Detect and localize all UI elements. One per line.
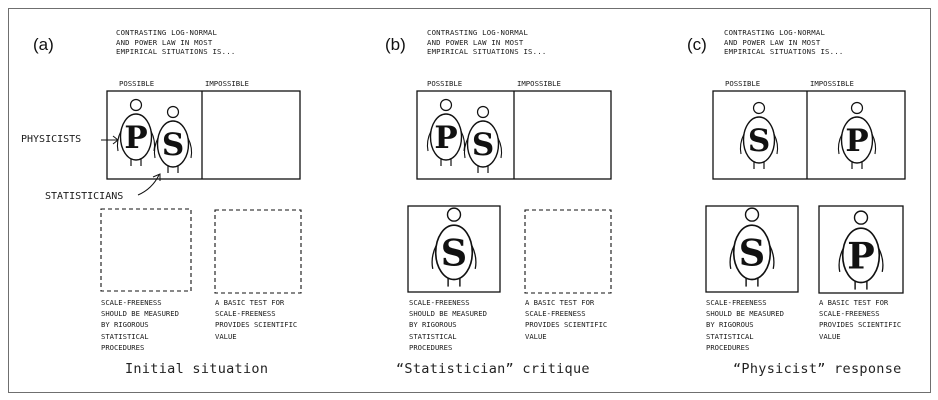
panel-caption: “Statistician” critique [396, 361, 590, 377]
right-note: A basic test for scale-freeness provides… [215, 298, 298, 341]
left-note: Scale-freeness should be measured by rig… [409, 298, 487, 352]
question-text: Contrasting log-normal and power law in … [427, 28, 547, 57]
left-note: Scale-freeness should be measured by rig… [706, 298, 784, 352]
statistician-figure: S [431, 207, 477, 287]
figure-slot-p-bottom-right: P [838, 210, 884, 290]
figure-letter-s: S [472, 127, 494, 163]
panel-letter: (a) [33, 35, 54, 54]
bottom-right-box [214, 209, 302, 294]
panel-drawing: P S [100, 90, 302, 294]
panel-drawing: P S S [407, 90, 612, 294]
figure-slot-p-impossible: P [837, 101, 877, 169]
statistician-figure: S [463, 105, 503, 173]
panel-caption: Initial situation [125, 361, 269, 377]
figure-letter-p: P [124, 120, 147, 156]
impossible-label: impossible [205, 79, 249, 88]
figure-letter-p: P [434, 120, 457, 156]
statistician-figure: S [729, 207, 775, 287]
figure-letter-p: P [845, 123, 868, 159]
physicists-label: physicists [21, 134, 82, 145]
statistician-figure: S [153, 105, 193, 173]
statisticians-arrow [137, 174, 160, 196]
physicist-figure: P [837, 101, 877, 169]
bottom-right-box [818, 205, 904, 294]
top-box [712, 90, 906, 180]
figure-letter-p: P [847, 234, 875, 277]
panel-drawing: S P S P [705, 90, 906, 294]
physicists-arrowhead [112, 135, 119, 145]
right-note: A basic test for scale-freeness provides… [819, 298, 902, 341]
figure-slot-s-possible: S [153, 105, 193, 173]
figure-letter-s: S [739, 231, 765, 274]
figure-slot-s-bottom-left: S [729, 207, 775, 287]
left-note: Scale-freeness should be measured by rig… [101, 298, 179, 352]
question-text: Contrasting log-normal and power law in … [116, 28, 236, 57]
impossible-label: impossible [517, 79, 561, 88]
panel-a: P S (a) Contrasting log-normal and power… [9, 9, 309, 392]
panel-letter: (b) [385, 35, 406, 54]
statisticians-arrowhead [152, 173, 161, 181]
statisticians-label: statisticians [45, 191, 124, 202]
figure-letter-s: S [162, 127, 184, 163]
figure-slot-s-possible: S [463, 105, 503, 173]
bottom-left-box [407, 205, 501, 293]
panel-letter: (c) [687, 35, 707, 54]
panel-b: P S S (b) Contrasting log-normal and pow… [352, 9, 652, 392]
bottom-left-box [100, 208, 192, 292]
bottom-right-box [524, 209, 612, 294]
impossible-label: impossible [810, 79, 854, 88]
physicist-figure: P [116, 98, 156, 166]
possible-label: possible [427, 79, 463, 88]
top-box [106, 90, 301, 180]
figure-slot-p-possible: P [426, 98, 466, 166]
possible-label: possible [725, 79, 761, 88]
figure-slot-s-bottom-left: S [431, 207, 477, 287]
statistician-figure: S [739, 101, 779, 169]
right-note: A basic test for scale-freeness provides… [525, 298, 608, 341]
physicist-figure: P [838, 210, 884, 290]
figure-frame: P S (a) Contrasting log-normal and power… [8, 8, 931, 393]
physicist-figure: P [426, 98, 466, 166]
figure-slot-p-possible: P [116, 98, 156, 166]
figure-letter-s: S [441, 231, 467, 274]
figure-letter-s: S [748, 123, 770, 159]
question-text: Contrasting log-normal and power law in … [724, 28, 844, 57]
bottom-left-box [705, 205, 799, 293]
possible-label: possible [119, 79, 155, 88]
panel-c: S P S P (c) Contrasting log-normal and p… [630, 9, 930, 392]
figure-slot-s-possible: S [739, 101, 779, 169]
panel-caption: “Physicist” response [733, 361, 902, 377]
